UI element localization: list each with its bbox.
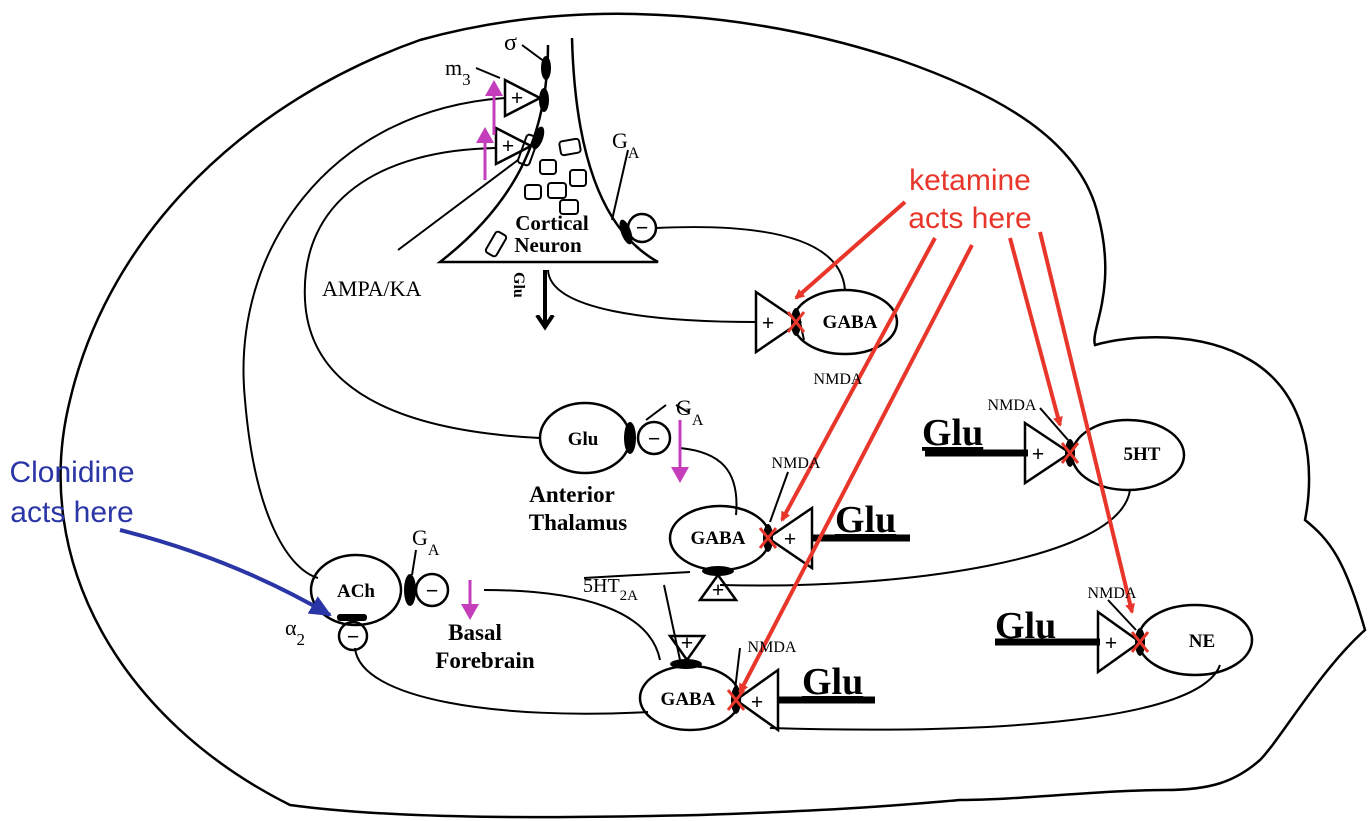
clonidine-label-line2: acts here	[10, 496, 133, 529]
svg-text:+: +	[712, 577, 725, 602]
svg-text:+: +	[1105, 630, 1118, 655]
cortical-organelles	[484, 133, 587, 258]
ampa-synapse-triangle	[494, 125, 534, 167]
basal-forebrain-line1: Basal	[448, 620, 502, 645]
nmda-middle-label: NMDA	[772, 455, 821, 472]
thalamus-ga-minus	[636, 420, 672, 456]
glu-output-label: Glu	[510, 272, 527, 298]
nmda-ne-label: NMDA	[1088, 585, 1137, 602]
glu-input-ne: Glu	[995, 605, 1056, 647]
brain-outline	[59, 12, 1367, 819]
thalamus-ga-label: GA	[676, 395, 704, 429]
m3-label: m3	[445, 55, 471, 89]
svg-text:−: −	[347, 624, 360, 649]
sigma-label: σ	[504, 30, 517, 56]
ht2a-label: 5HT2A	[583, 575, 638, 604]
ne-label: NE	[1189, 631, 1215, 652]
svg-text:−: −	[648, 426, 661, 451]
svg-text:+: +	[751, 689, 764, 714]
basal-ga-label: GA	[412, 525, 440, 559]
ketamine-arrows	[738, 200, 1135, 694]
anterior-thalamus-line2: Thalamus	[529, 510, 627, 535]
glu-input-bottom: Glu	[802, 661, 863, 703]
ht5-label: 5HT	[1124, 444, 1161, 465]
synapse-signs: + + − + − + + + + − − + +	[347, 85, 1118, 714]
gaba-middle-label: GABA	[691, 528, 746, 549]
ampa-label: AMPA/KA	[322, 276, 422, 301]
ht2a-triangle-bottom	[667, 634, 707, 663]
ketamine-label-line1: ketamine	[909, 164, 1031, 197]
glu-input-middle: Glu	[835, 499, 896, 541]
basal-forebrain-line2: Forebrain	[435, 648, 534, 673]
ach-ga-minus	[414, 572, 450, 608]
svg-text:−: −	[636, 215, 649, 240]
cortical-neuron-label-line1: Cortical	[515, 211, 589, 235]
ach-cell	[309, 553, 403, 627]
alpha2-minus	[337, 620, 369, 652]
thalamus-glu-label: Glu	[568, 429, 599, 450]
svg-text:−: −	[426, 578, 439, 603]
nmda-top-label: NMDA	[814, 371, 863, 388]
nmda-5ht-label: NMDA	[988, 397, 1037, 414]
cortical-ga-label: GA	[612, 128, 640, 162]
ketamine-block-marks	[726, 311, 1150, 711]
svg-text:+: +	[1032, 441, 1045, 466]
alpha2-label: α2	[285, 615, 305, 649]
gaba-bottom-label: GABA	[661, 689, 716, 710]
gaba-top-label: GABA	[823, 312, 878, 333]
svg-text:+: +	[681, 630, 694, 655]
clonidine-arrow	[119, 528, 332, 617]
ht2a-triangle-middle	[697, 572, 739, 602]
svg-text:+: +	[502, 133, 515, 158]
svg-text:+: +	[762, 310, 775, 335]
cortical-neuron-label-line2: Neuron	[514, 233, 582, 257]
gaba-top-excitatory-triangle	[754, 289, 803, 355]
ach-label: ACh	[337, 581, 375, 602]
nmda-bottom-label: NMDA	[748, 639, 797, 656]
svg-text:+: +	[784, 526, 797, 551]
cortical-neuron-body	[436, 37, 659, 264]
anterior-thalamus-line1: Anterior	[529, 482, 615, 507]
svg-text:+: +	[511, 85, 524, 110]
glu-input-5ht: Glu	[922, 412, 983, 454]
ketamine-label-line2: acts here	[908, 202, 1031, 235]
clonidine-label-line1: Clonidine	[9, 456, 134, 489]
